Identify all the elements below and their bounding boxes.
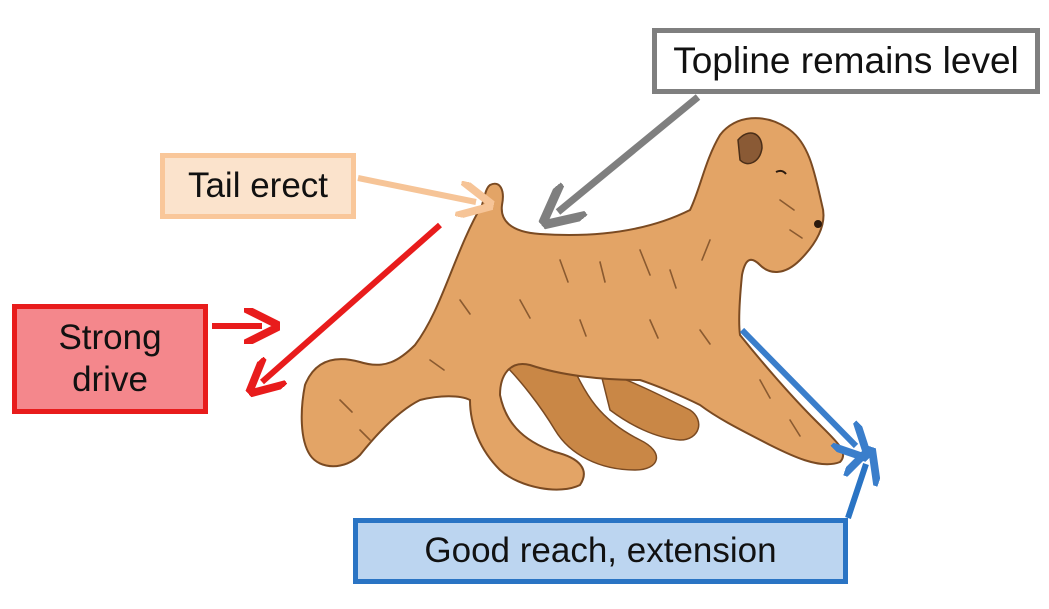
drive-label-box: Strong drive <box>12 304 208 414</box>
reach-arrow-short <box>848 464 866 519</box>
dog-ear <box>737 132 763 165</box>
dog-eye <box>775 169 787 175</box>
reach-arrow-long <box>739 327 856 446</box>
reach-label-box: Good reach, extension <box>353 518 848 584</box>
dog-fur-strokes <box>339 199 803 441</box>
reach-label: Good reach, extension <box>424 531 777 570</box>
drive-arrow-long <box>262 222 442 382</box>
topline-label: Topline remains level <box>673 39 1019 81</box>
topline-label-box: Topline remains level <box>652 28 1040 94</box>
dog-far-front-leg <box>598 368 700 441</box>
tail-arrow <box>357 175 476 202</box>
drive-label-line2: drive <box>72 360 148 399</box>
tail-label-box: Tail erect <box>160 153 356 219</box>
dog-nose <box>814 220 822 228</box>
terrier-illustration <box>300 117 845 491</box>
drive-label-line1: Strong <box>58 318 162 357</box>
topline-arrow <box>558 94 701 212</box>
dog-body <box>300 117 845 491</box>
tail-label: Tail erect <box>187 166 329 205</box>
